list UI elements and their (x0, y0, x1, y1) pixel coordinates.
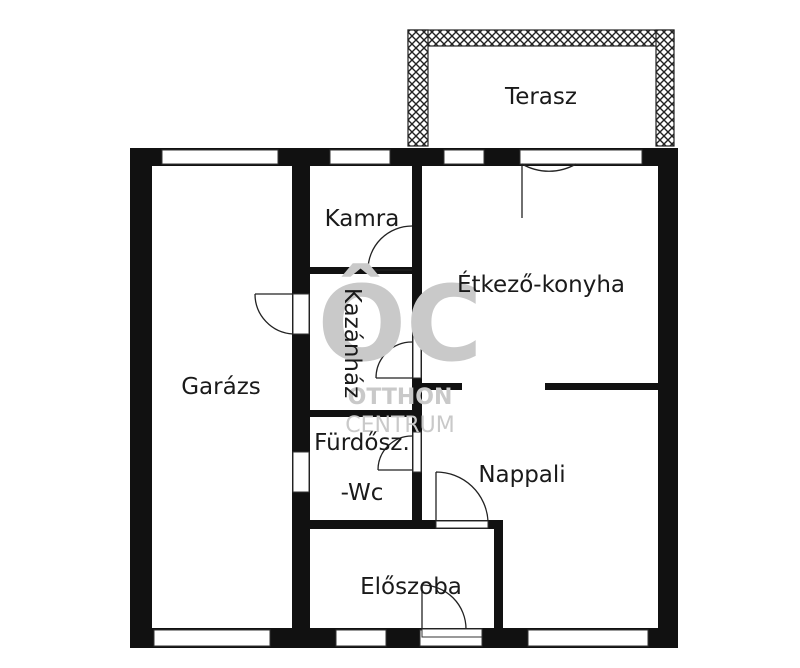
watermark-logo: ÔC (318, 263, 483, 385)
room-label-kamra: Kamra (325, 206, 400, 232)
watermark: ÔC OTTHON CENTRUM (318, 263, 483, 438)
wall-openings (292, 293, 489, 638)
room-label-nappali: Nappali (478, 462, 565, 488)
room-label-furdo-line2: -Wc (341, 480, 384, 506)
room-label-terasz: Terasz (504, 84, 577, 110)
windows (153, 149, 649, 647)
room-label-eloszoba: Előszoba (360, 574, 462, 600)
room-label-etkezo-konyha: Étkező-konyha (457, 270, 625, 298)
doors (254, 163, 577, 630)
room-label-kazanhaz: Kazánház (339, 288, 365, 398)
terrace-railing (407, 29, 675, 147)
room-label-furdo-line1: Fürdősz. (314, 430, 410, 456)
room-label-garazs: Garázs (181, 374, 261, 400)
watermark-line1: OTTHON (348, 385, 453, 410)
watermark-line2: CENTRUM (345, 413, 455, 438)
